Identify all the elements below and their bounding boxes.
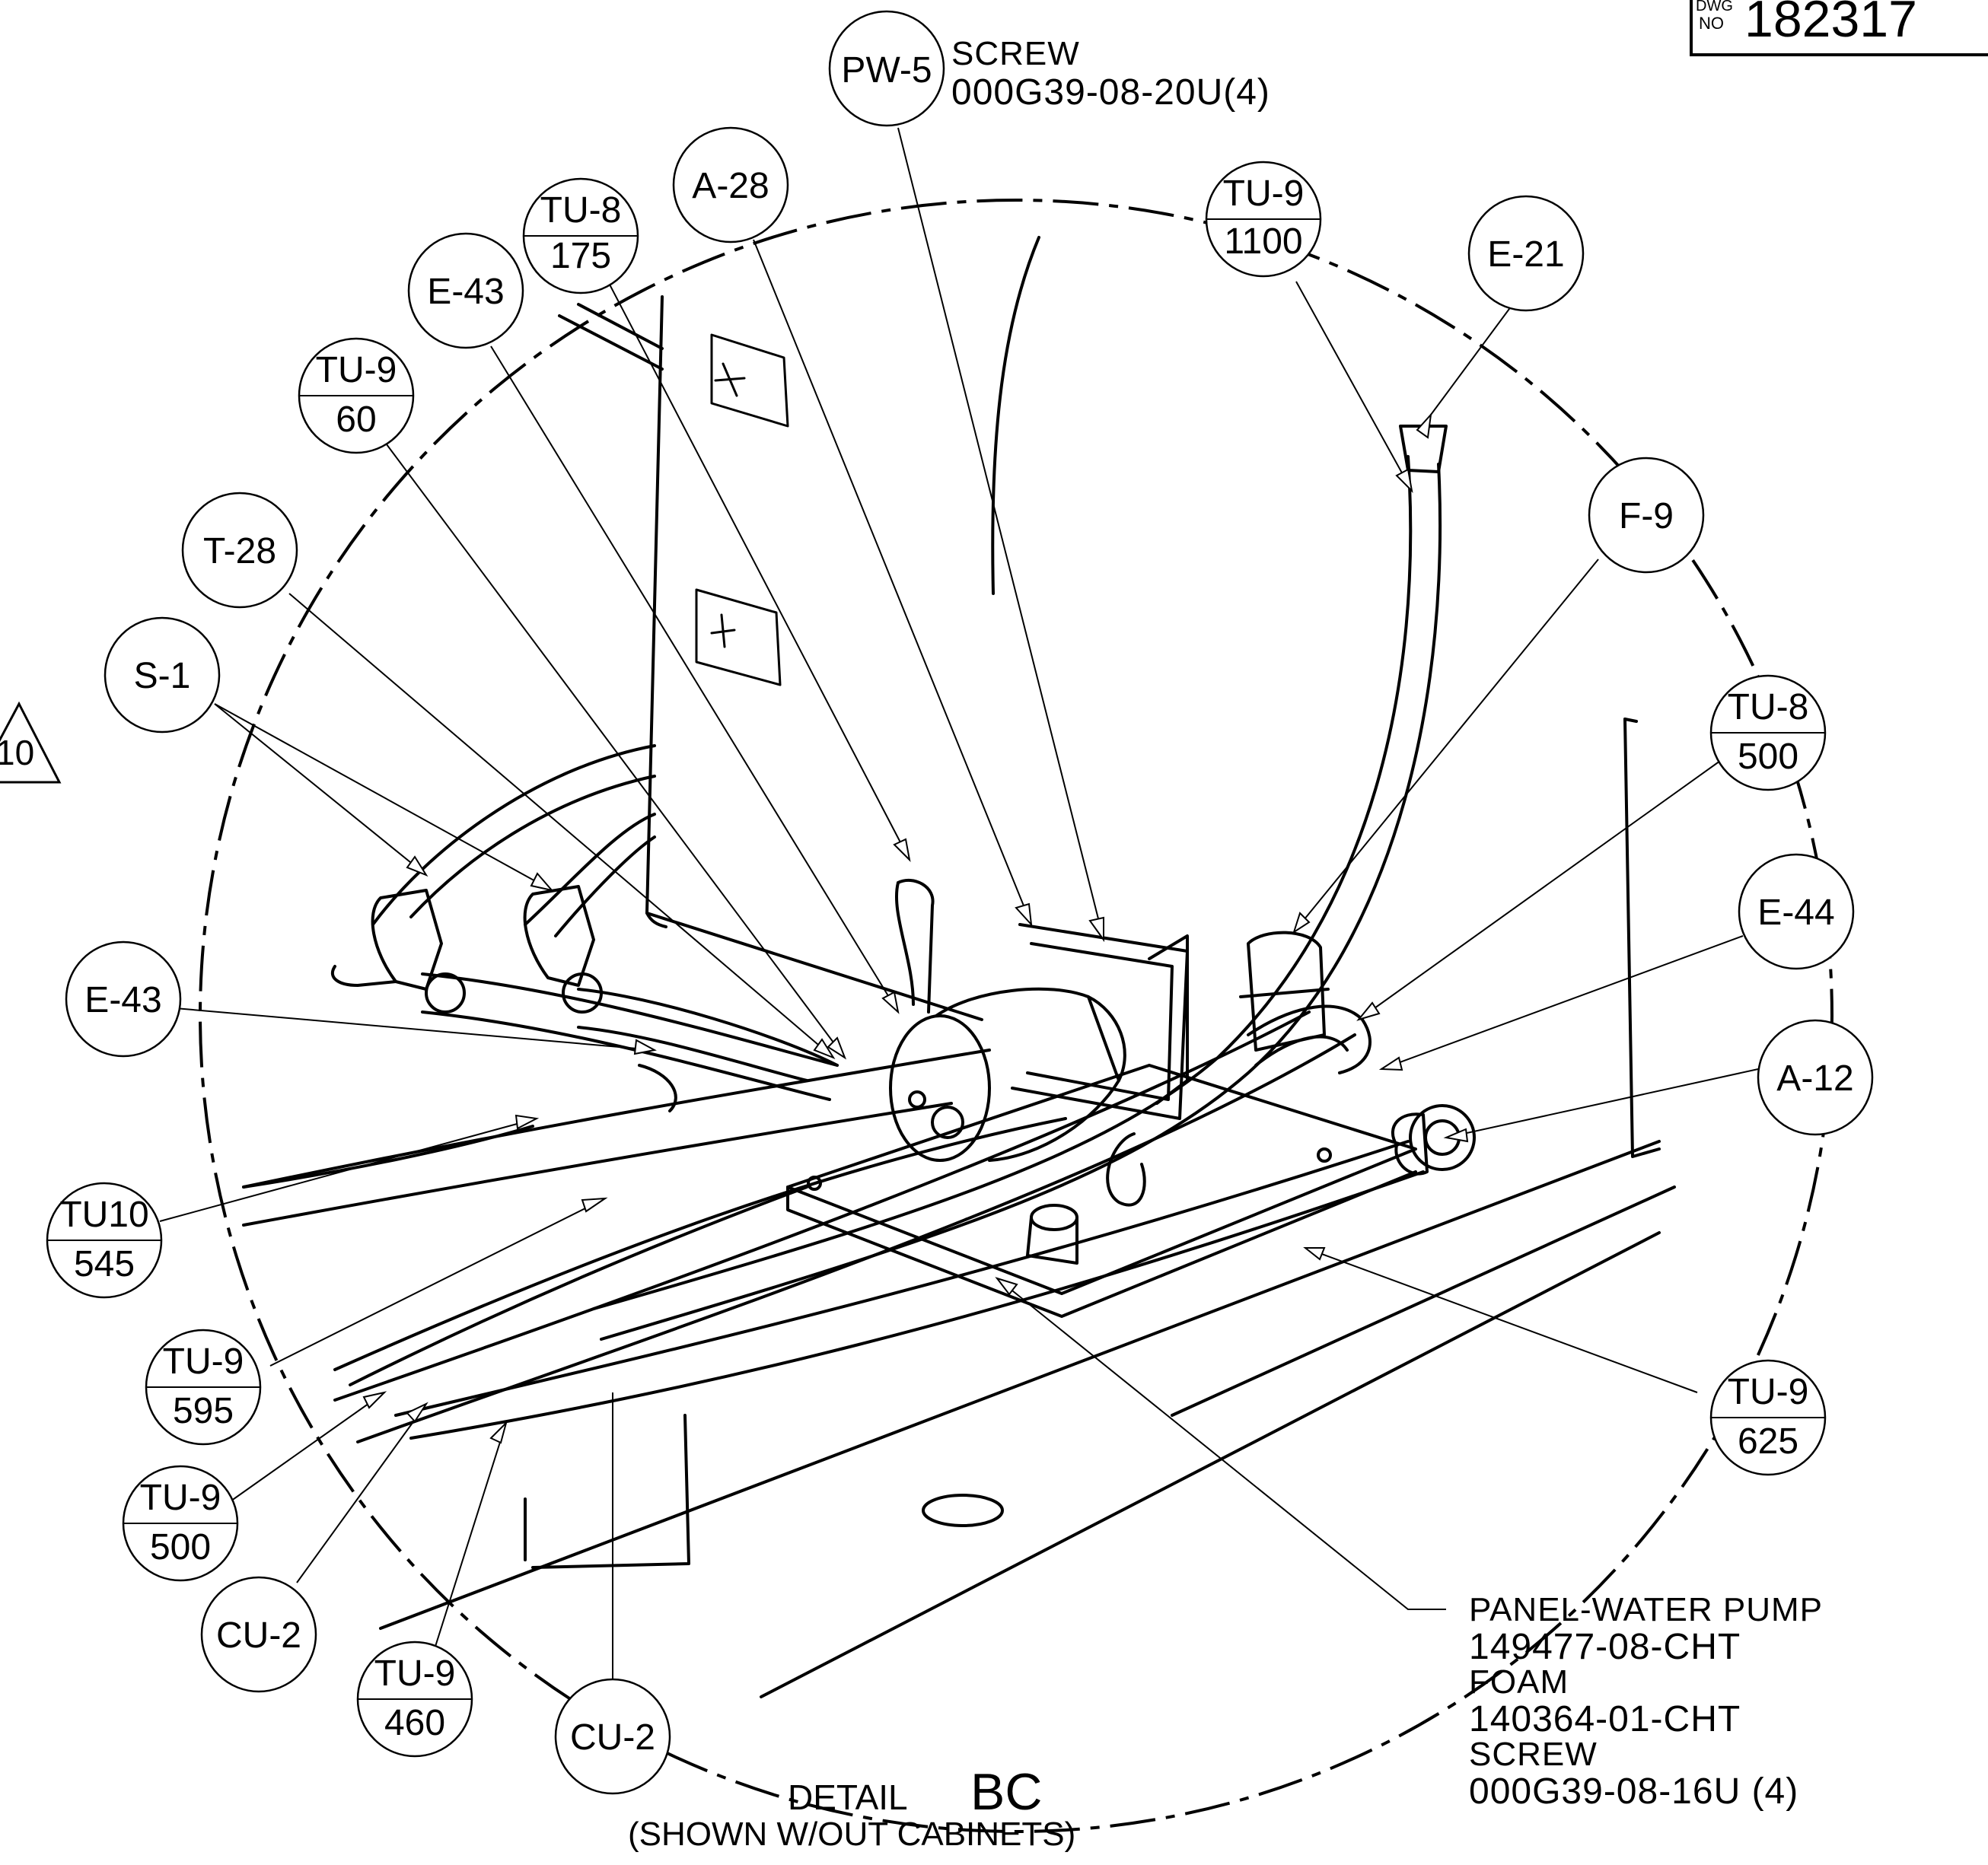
balloon-a28 (672, 126, 789, 243)
label-pw5: PW-5 (841, 50, 932, 91)
label-f9: F-9 (1619, 496, 1674, 536)
label-t28: T-28 (203, 531, 276, 571)
label-tu8-175-bot: 175 (550, 236, 611, 276)
label-tu10-545-top: TU10 (59, 1195, 148, 1235)
balloon-e43-top (407, 232, 524, 349)
label-tu9-1100-bot: 1100 (1224, 221, 1302, 262)
balloon-labels: PW-5 A-28 TU-8 175 E-43 TU-9 60 T-28 S-1… (59, 50, 1853, 1758)
label-a28: A-28 (692, 166, 769, 206)
balloon-dividers (47, 218, 1825, 1700)
panel-note-line4: 140364-01-CHT (1469, 1699, 1741, 1739)
label-tu9-625-top: TU-9 (1728, 1372, 1809, 1412)
label-a12: A-12 (1776, 1058, 1853, 1099)
label-tu9-595-top: TU-9 (163, 1341, 244, 1382)
balloon-e44 (1738, 853, 1855, 970)
top-note-line1: SCREW (951, 35, 1080, 72)
balloon-pw5 (828, 10, 945, 127)
label-tu9-60-bot: 60 (336, 399, 376, 440)
revision-triangle: 10 (0, 701, 62, 784)
label-s1: S-1 (134, 656, 191, 696)
detail-title: DETAIL BC (SHOWN W/OUT CABINETS) (628, 1763, 1075, 1853)
panel-note-line6: 000G39-08-16U (4) (1469, 1771, 1798, 1812)
panel-water-pump-note: PANEL-WATER PUMP 149477-08-CHT FOAM 1403… (1469, 1591, 1823, 1812)
balloon-f9 (1588, 457, 1705, 574)
callout-balloons (46, 10, 1874, 1795)
detail-note: (SHOWN W/OUT CABINETS) (628, 1816, 1075, 1853)
detail-prefix: DETAIL (788, 1777, 908, 1817)
dwg-label: DWG (1696, 0, 1733, 14)
balloon-s1 (104, 616, 221, 734)
revision-number: 10 (0, 733, 34, 772)
balloon-cu2-left (200, 1576, 317, 1693)
leader-lines (159, 127, 1759, 1685)
drawing-number: 182317 (1744, 0, 1917, 48)
label-e44: E-44 (1757, 893, 1834, 933)
drawing-number-box: DWG NO 182317 (1690, 0, 1988, 56)
label-e21: E-21 (1487, 234, 1564, 275)
leader-arrowheads (362, 412, 1469, 1444)
label-tu9-595-bot: 595 (173, 1391, 234, 1431)
panel-note-line2: 149477-08-CHT (1469, 1627, 1741, 1667)
label-tu9-60-top: TU-9 (316, 350, 397, 390)
label-tu10-545-bot: 545 (74, 1244, 135, 1284)
detail-id: BC (970, 1763, 1042, 1821)
top-note-line2: 000G39-08-20U(4) (951, 72, 1270, 113)
balloon-cu2-bottom (554, 1678, 671, 1795)
balloon-a12 (1757, 1019, 1874, 1136)
label-tu8-500-top: TU-8 (1728, 687, 1809, 727)
label-cu2-bottom: CU-2 (570, 1717, 655, 1758)
label-tu9-460-top: TU-9 (374, 1653, 456, 1694)
panel-note-line3: FOAM (1469, 1663, 1569, 1701)
label-tu9-1100-top: TU-9 (1223, 173, 1305, 214)
label-tu9-625-bot: 625 (1738, 1421, 1798, 1462)
label-cu2-left: CU-2 (216, 1615, 301, 1656)
label-tu8-175-top: TU-8 (540, 190, 622, 231)
no-label: NO (1699, 14, 1724, 33)
panel-note-line5: SCREW (1469, 1736, 1598, 1773)
detail-boundary-circle (199, 199, 1833, 1833)
label-tu8-500-bot: 500 (1738, 737, 1798, 777)
top-screw-note: SCREW 000G39-08-20U(4) (951, 35, 1270, 113)
panel-note-line1: PANEL-WATER PUMP (1469, 1591, 1823, 1628)
pump-assembly-drawing (242, 236, 1676, 1698)
label-tu9-460-bot: 460 (384, 1703, 445, 1743)
label-tu9-500-left-top: TU-9 (140, 1478, 221, 1518)
balloon-e21 (1467, 195, 1585, 312)
balloon-t28 (181, 492, 298, 609)
label-e43-left: E-43 (84, 980, 161, 1020)
label-e43-top: E-43 (427, 272, 504, 312)
balloon-e43-left (65, 940, 182, 1058)
label-tu9-500-left-bot: 500 (150, 1527, 211, 1567)
